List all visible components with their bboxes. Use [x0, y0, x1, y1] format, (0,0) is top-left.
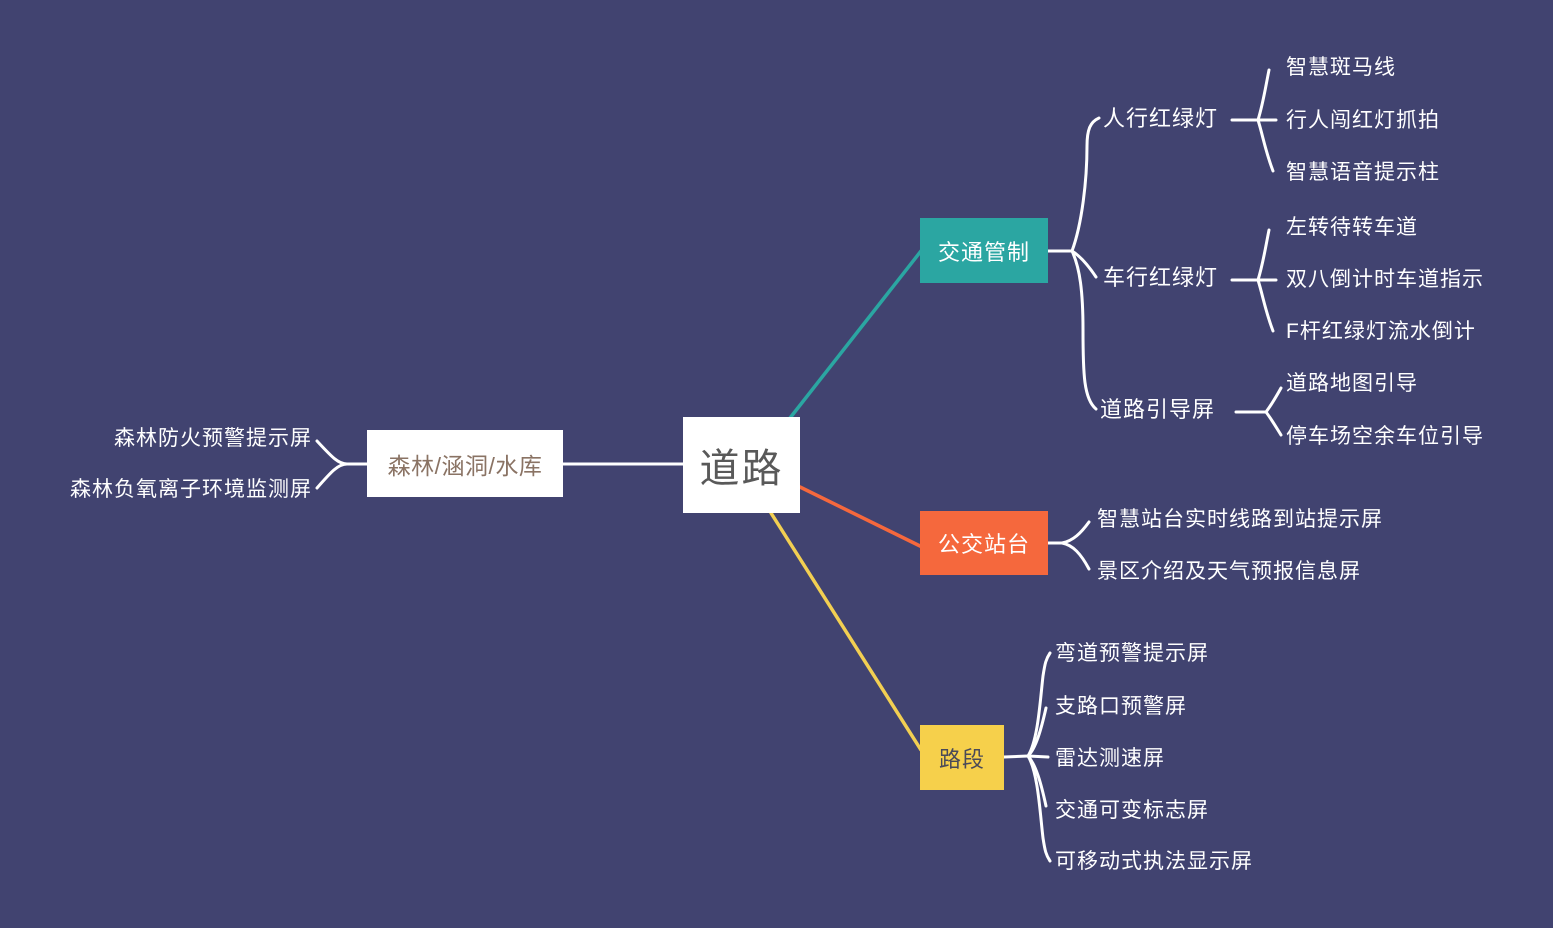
leaf-smart-zebra-crossing[interactable]: 智慧斑马线: [1286, 56, 1396, 79]
leaf-forest-fire-warning-screen[interactable]: 森林防火预警提示屏: [114, 427, 312, 450]
root-node-road[interactable]: 道路: [683, 417, 800, 513]
leaf-curve-warning-screen[interactable]: 弯道预警提示屏: [1055, 642, 1209, 665]
node-bus-stop[interactable]: 公交站台: [920, 511, 1048, 575]
leaf-f-pole-signal-countdown[interactable]: F杆红绿灯流水倒计: [1286, 320, 1476, 343]
leaf-left-turn-waiting-lane[interactable]: 左转待转车道: [1286, 216, 1418, 239]
node-road-segment[interactable]: 路段: [920, 725, 1004, 790]
leaf-variable-traffic-sign-screen[interactable]: 交通可变标志屏: [1055, 799, 1209, 822]
leaf-forest-anion-monitor-screen[interactable]: 森林负氧离子环境监测屏: [70, 478, 312, 501]
subnode-vehicle-signal[interactable]: 车行红绿灯: [1103, 265, 1219, 290]
leaf-smart-voice-post[interactable]: 智慧语音提示柱: [1286, 161, 1440, 184]
leaf-radar-speed-screen[interactable]: 雷达测速屏: [1055, 747, 1165, 770]
subnode-pedestrian-signal[interactable]: 人行红绿灯: [1103, 106, 1219, 131]
edge-root-to-bus-stop: [798, 485, 922, 548]
leaf-parking-vacancy-guidance[interactable]: 停车场空余车位引导: [1286, 425, 1484, 448]
leaf-scenic-weather-info-screen[interactable]: 景区介绍及天气预报信息屏: [1097, 560, 1361, 583]
node-forest-culvert-reservoir[interactable]: 森林/涵洞/水库: [367, 430, 563, 497]
leaf-mobile-enforcement-display[interactable]: 可移动式执法显示屏: [1055, 850, 1253, 873]
edge-root-to-road-segment: [769, 511, 923, 752]
edge-root-to-traffic-control: [788, 249, 923, 420]
leaf-jaywalk-capture[interactable]: 行人闯红灯抓拍: [1286, 109, 1440, 132]
leaf-road-map-guidance[interactable]: 道路地图引导: [1286, 372, 1418, 395]
leaf-double-eight-countdown-lane[interactable]: 双八倒计时车道指示: [1286, 268, 1484, 291]
leaf-smart-platform-arrival-screen[interactable]: 智慧站台实时线路到站提示屏: [1097, 508, 1383, 531]
leaf-branch-road-warning-screen[interactable]: 支路口预警屏: [1055, 695, 1187, 718]
node-traffic-control[interactable]: 交通管制: [920, 218, 1048, 283]
subnode-road-guidance-screen[interactable]: 道路引导屏: [1100, 397, 1216, 422]
